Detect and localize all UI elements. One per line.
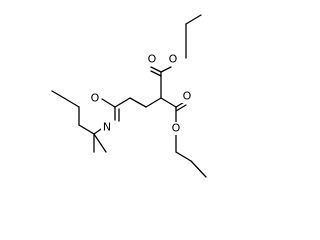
bond-bottom-ethyl [175,151,192,162]
ester-top-ether-oxygen-label: O [169,53,178,66]
bond-c6-methyl [51,90,65,99]
ester-bottom-ether-oxygen-bg [170,122,182,135]
bond-top-ethyl [185,14,202,25]
bond-c5-c4 [78,124,95,135]
ester-top-carbonyl-oxygen-label: O [148,53,157,66]
ester-top-carbonyl-oxygen-bg [146,53,158,66]
ring-nitrogen-label: N [103,121,111,134]
bond-ch-carbonyl-bottom [160,97,177,108]
atom-labels: O N O O O O [89,53,193,135]
bond-ch2-ch [145,97,162,108]
ring-oxygen-bg [89,92,101,105]
bond-c2-o [101,98,116,108]
bond-o-c6 [63,97,80,108]
bond-carbonyl-bottom-double-b [175,104,187,112]
bond-c4-methyl-b [93,133,107,153]
bond-carbonyl-top-oxygen [160,66,172,73]
ester-bottom-carbonyl-oxygen-label: O [183,90,192,103]
ester-top-ether-oxygen-bg [167,53,179,66]
ring-nitrogen-bg [101,121,113,134]
bond-ch2-ch2 [129,97,147,108]
ester-bottom-carbonyl-oxygen-bg [181,90,193,103]
bond-carbonyl-top-double-b [150,70,162,77]
bond-carbonyl-top-double-a [150,66,162,73]
molecular-structure: O N O O O O [51,14,207,178]
ring-oxygen-label: O [91,92,100,105]
ester-bottom-ether-oxygen-label: O [172,122,181,135]
bond-c2-ch2 [114,97,131,108]
bond-bottom-ethyl-end [190,160,207,178]
